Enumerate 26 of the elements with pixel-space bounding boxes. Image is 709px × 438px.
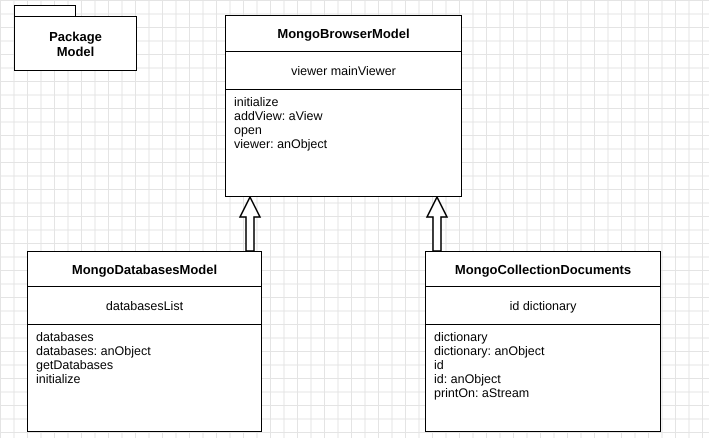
- class-box: [27, 251, 262, 432]
- generalization-arrow: [426, 195, 448, 252]
- method: dictionary: anObject: [434, 344, 544, 358]
- method: viewer: anObject: [234, 137, 328, 151]
- class-box: [425, 251, 661, 432]
- method: dictionary: [434, 330, 488, 344]
- class-name: MongoDatabasesModel: [72, 262, 218, 276]
- method: open: [234, 123, 262, 137]
- method: id: anObject: [434, 372, 501, 386]
- class-box: [225, 15, 462, 197]
- method: addView: aView: [234, 109, 322, 123]
- attribute: viewer mainViewer: [291, 64, 396, 78]
- method: initialize: [36, 372, 80, 386]
- method: printOn: aStream: [434, 386, 530, 400]
- class-name: MongoCollectionDocuments: [454, 262, 632, 276]
- method: databases: anObject: [36, 344, 151, 358]
- class-name: MongoBrowserModel: [277, 26, 410, 41]
- attribute: databasesList: [106, 298, 184, 312]
- package-name: Package Model: [48, 28, 103, 58]
- method: getDatabases: [36, 358, 114, 372]
- method: id: [434, 358, 444, 372]
- method: initialize: [234, 95, 278, 109]
- generalization-arrow: [238, 195, 262, 252]
- method: databases: [36, 330, 94, 344]
- attribute: id dictionary: [510, 298, 576, 312]
- package-box: [14, 16, 137, 71]
